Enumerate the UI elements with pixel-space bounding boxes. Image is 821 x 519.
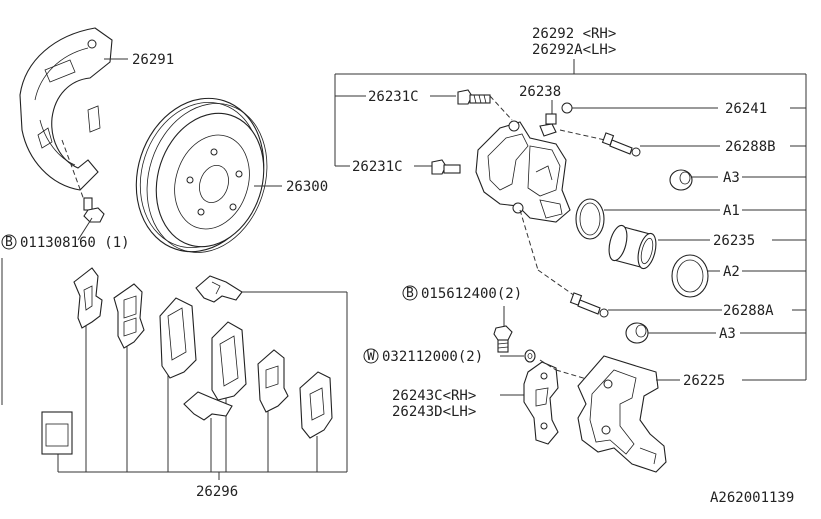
- caliper-bolt-top-icon: [457, 89, 491, 105]
- boot-a3-bottom-icon: [625, 322, 649, 344]
- piston-seal-a1-icon: [575, 198, 605, 240]
- label-a1: A1: [723, 203, 740, 219]
- label-26292a-lh: 26292A<LH>: [532, 42, 616, 58]
- brake-disc: [135, 97, 268, 253]
- label-26243c-rh: 26243C<RH>: [392, 388, 476, 404]
- label-26243d-lh: 26243D<LH>: [392, 404, 476, 420]
- label-032112000: 032112000(2): [382, 349, 483, 365]
- caliper-bolt-mid-icon: [431, 159, 461, 175]
- w-marker-icon: [363, 348, 379, 364]
- piston-icon: [608, 224, 657, 270]
- pad-kit-group: [41, 267, 348, 480]
- label-26292-rh: 26292 <RH>: [532, 26, 616, 42]
- shield-bolt-icon: [83, 197, 105, 223]
- label-26288b: 26288B: [725, 139, 776, 155]
- label-26300: 26300: [286, 179, 328, 195]
- guide-pin-b-icon: [601, 132, 641, 157]
- b-marker-icon: [1, 234, 17, 250]
- guide-pin-a-icon: [569, 292, 609, 318]
- caliper-frame-lines: [334, 59, 807, 380]
- label-26241: 26241: [725, 101, 767, 117]
- bleeder-cap-icon: [561, 102, 573, 114]
- label-26296: 26296: [196, 484, 238, 500]
- dust-shield: [19, 27, 113, 191]
- spring-plate-icon: [523, 361, 559, 445]
- label-26288a: 26288A: [723, 303, 774, 319]
- w-marker-letter: W: [367, 349, 375, 364]
- piston-boot-a2-icon: [671, 254, 709, 298]
- b-marker2-letter: B: [406, 286, 414, 301]
- b-marker2-icon: [402, 285, 418, 301]
- boot-a3-top-icon: [669, 169, 693, 191]
- label-26235: 26235: [713, 233, 755, 249]
- label-a3-top: A3: [723, 170, 740, 186]
- label-26238: 26238: [519, 84, 561, 100]
- diagram-id: A262001139: [710, 490, 794, 506]
- bleeder-screw-icon: [539, 113, 557, 137]
- label-a2: A2: [723, 264, 740, 280]
- label-a3-bottom: A3: [719, 326, 736, 342]
- label-26225: 26225: [683, 373, 725, 389]
- label-015612400: 015612400(2): [421, 286, 522, 302]
- label-26231c-top: 26231C: [368, 89, 419, 105]
- b-marker-letter: B: [5, 235, 13, 250]
- label-26291: 26291: [132, 52, 174, 68]
- caliper-support-bracket: [577, 355, 667, 473]
- label-26231c-mid: 26231C: [352, 159, 403, 175]
- label-011308160: 011308160 (1): [20, 235, 130, 251]
- caliper-body: [475, 120, 571, 223]
- bracket-bolt-icon: [493, 325, 513, 353]
- washer-icon: [524, 349, 536, 363]
